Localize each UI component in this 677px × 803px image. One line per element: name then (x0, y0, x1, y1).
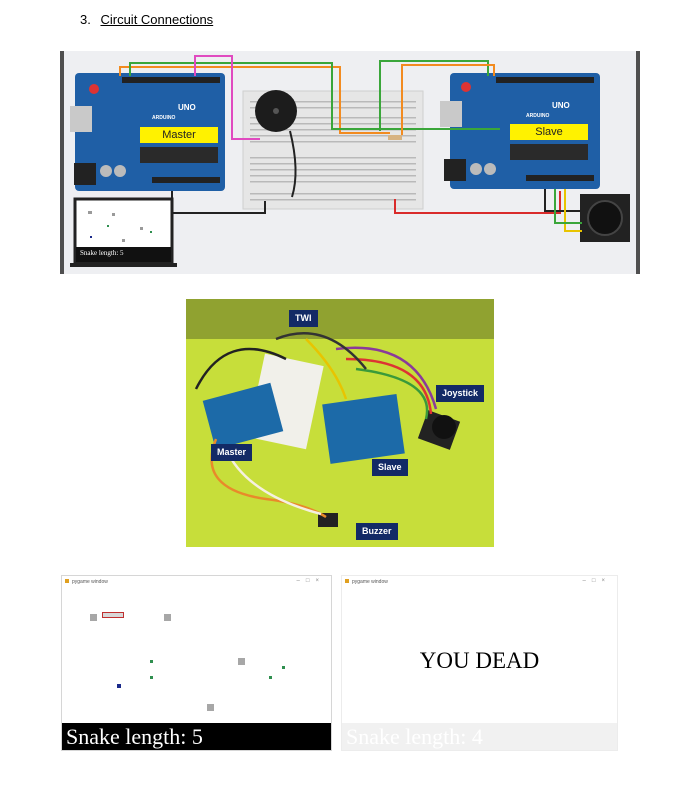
window-title: pygame window (352, 579, 388, 585)
slave-label: Slave (510, 124, 588, 140)
window-titlebar: pygame window –□× (342, 576, 617, 590)
wire-black-joy (544, 189, 582, 212)
diagram-border-left (60, 51, 64, 274)
game-window-right: pygame window –□× YOU DEAD Snake length:… (341, 575, 618, 751)
circuit-drawing (70, 55, 630, 267)
enemy-dot (117, 684, 121, 688)
slave-header-top (496, 77, 594, 83)
wire-green-slave (379, 60, 489, 131)
slave-power-jack (444, 159, 466, 181)
master-chip (140, 147, 218, 163)
food-block (90, 614, 97, 621)
callout-slave: Slave (372, 459, 408, 476)
wire-magenta (194, 55, 260, 140)
game-window-left: pygame window –□× Snake length: 5 (61, 575, 332, 751)
window-titlebar: pygame window –□× (62, 576, 331, 590)
wire-orange (119, 66, 390, 134)
snake-length-status: Snake length: 5 (62, 723, 331, 750)
slave-usb-port (440, 101, 462, 127)
slave-chip (510, 144, 588, 160)
diagram-border-right (636, 51, 640, 274)
snake-body (102, 612, 124, 618)
callout-master: Master (211, 444, 253, 461)
window-controls[interactable]: –□× (296, 578, 325, 584)
window-title: pygame window (72, 579, 108, 585)
wire-green (129, 62, 500, 130)
master-header-bottom (152, 177, 220, 183)
food-block (207, 704, 214, 711)
slave-brand-text: ARDUINO (526, 113, 550, 119)
callout-buzzer: Buzzer (356, 523, 398, 540)
slave-header-bottom (526, 175, 594, 181)
obstacle-dot (282, 666, 285, 669)
callout-joystick: Joystick (436, 385, 485, 402)
wire-buzzer-lead (289, 130, 297, 198)
pygame-icon (65, 579, 69, 583)
game-over-message: YOU DEAD (419, 648, 540, 673)
master-usb-port (70, 106, 92, 132)
wire-green-joy (554, 189, 582, 224)
section-title: Circuit Connections (100, 12, 214, 27)
food-block (238, 658, 245, 665)
laptop-status-text: Snake length: 5 (80, 249, 124, 257)
snake-length-status: Snake length: 4 (342, 723, 617, 750)
laptop-base (70, 263, 177, 267)
master-label: Master (140, 127, 218, 143)
window-controls[interactable]: –□× (582, 578, 611, 584)
resistor (388, 135, 402, 140)
master-power-jack (74, 163, 96, 185)
circuit-diagram: UNO ARDUINO UNO ARDUINO Master Slave Sna… (60, 51, 640, 274)
wire-red-vcc (394, 191, 561, 214)
section-number: 3. (80, 12, 91, 27)
photo-drawing (186, 299, 494, 547)
obstacle-dot (150, 660, 153, 663)
pygame-icon (345, 579, 349, 583)
photo-slave-board (322, 394, 405, 464)
master-header-top (122, 77, 220, 83)
photo-master-board (202, 382, 284, 450)
obstacle-dot (269, 676, 272, 679)
slave-uno-text: UNO (552, 101, 570, 110)
slave-reset-button (461, 82, 471, 92)
section-heading: 3. Circuit Connections (80, 12, 213, 27)
wire-orange-slave (401, 64, 495, 135)
food-block (164, 614, 171, 621)
joystick-knob (587, 200, 623, 236)
master-uno-text: UNO (178, 103, 196, 112)
master-reset-button (89, 84, 99, 94)
circuit-photo: TWI Joystick Master Slave Buzzer (186, 299, 494, 547)
master-brand-text: ARDUINO (152, 115, 176, 121)
callout-twi: TWI (289, 310, 318, 327)
wire-yellow-joy (564, 189, 582, 232)
obstacle-dot (150, 676, 153, 679)
